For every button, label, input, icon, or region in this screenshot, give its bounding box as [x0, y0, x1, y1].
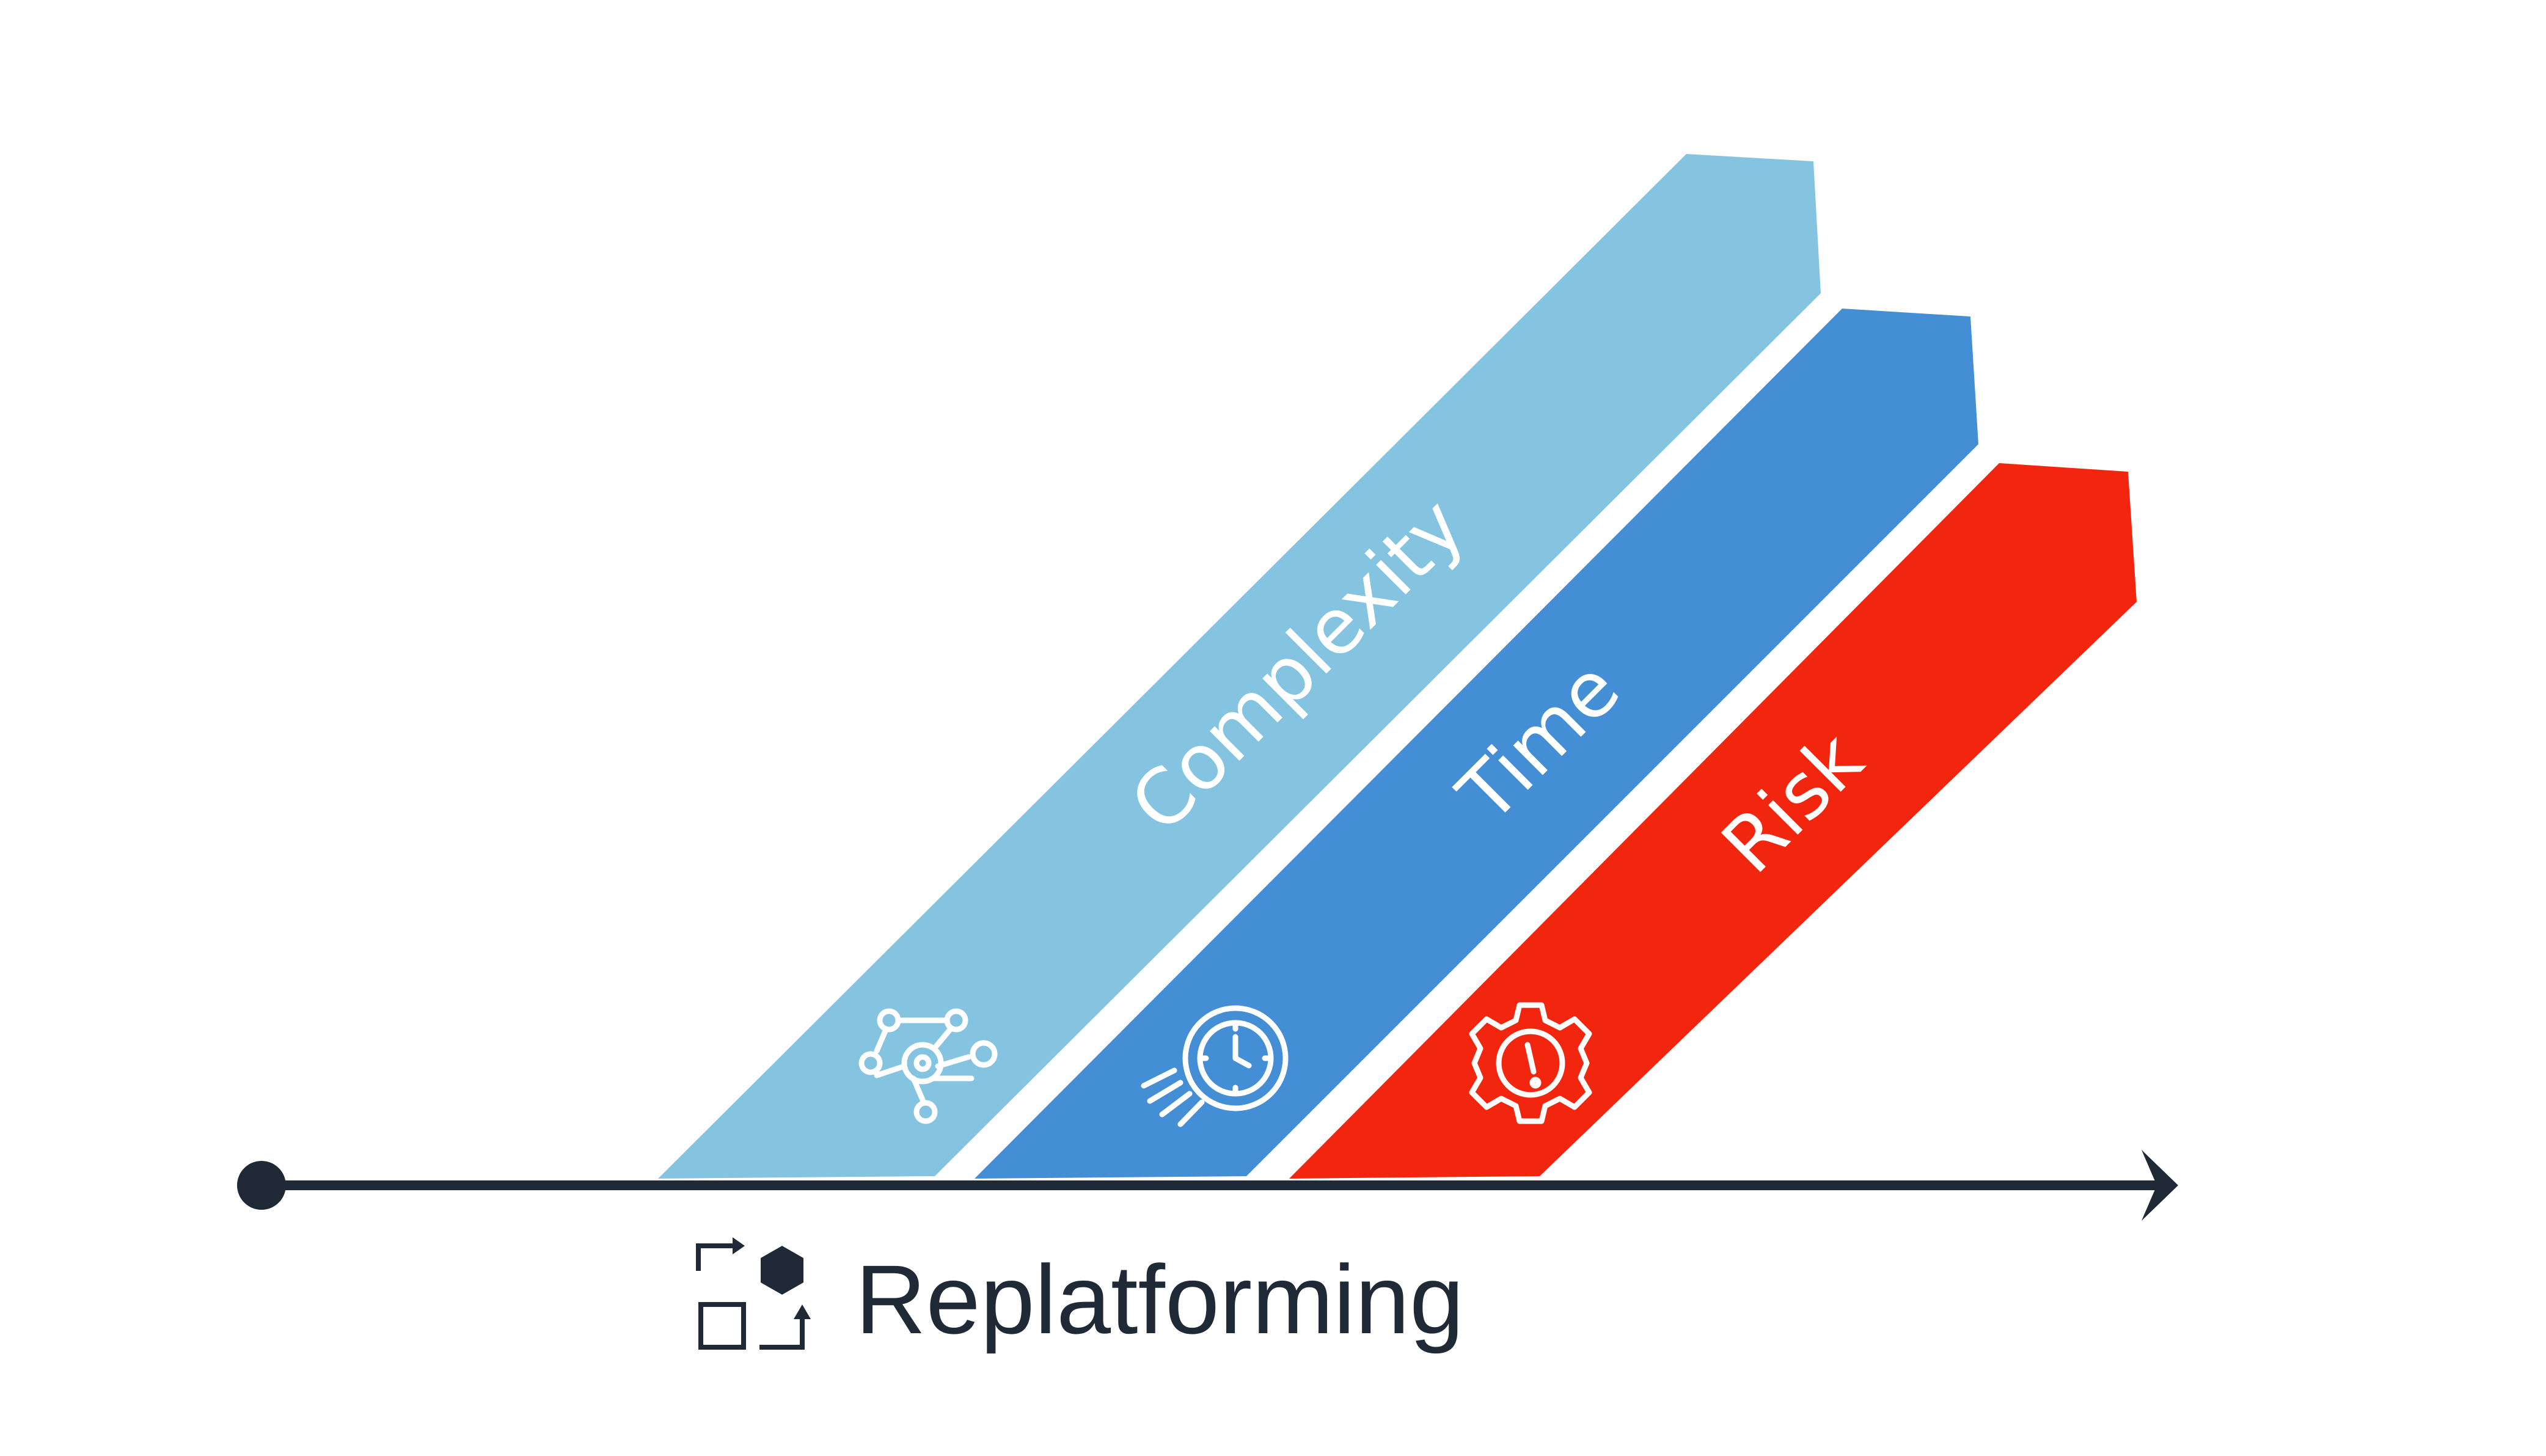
axis-arrowhead: [2142, 1150, 2178, 1221]
risk-band: Risk: [1289, 463, 2137, 1179]
timeline-axis: [237, 1150, 2178, 1221]
gears-network-icon: [858, 1008, 998, 1124]
stopwatch-speed-icon: [1141, 1005, 1289, 1127]
complexity-arrow: [658, 154, 1821, 1179]
risk-arrow: [1289, 463, 2137, 1179]
replatform-icon: [696, 1237, 811, 1350]
gear-warning-icon: [1469, 1002, 1592, 1124]
time-arrow: [975, 309, 1978, 1179]
axis-start-dot: [237, 1161, 286, 1210]
axis-title: Replatforming: [855, 1245, 1464, 1354]
